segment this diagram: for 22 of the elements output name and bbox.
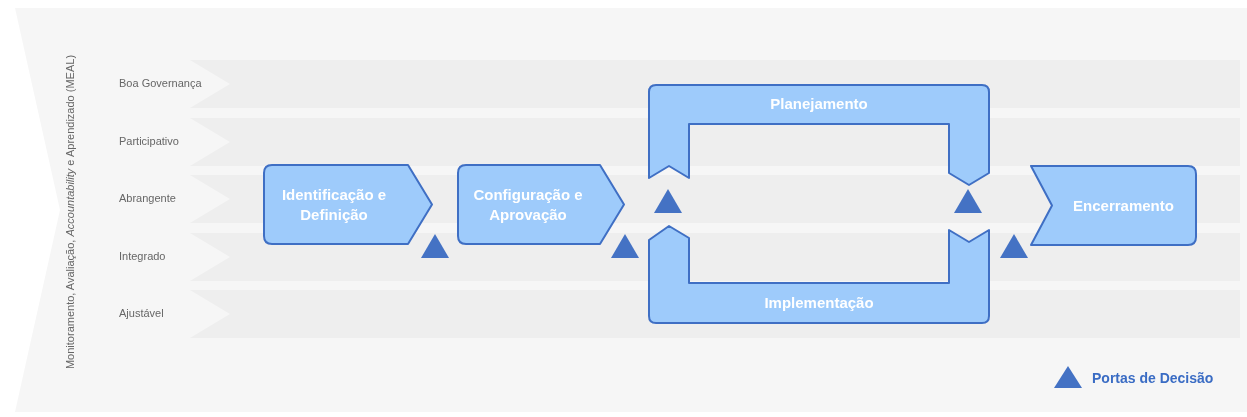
row-label: Integrado bbox=[119, 250, 166, 262]
phase-label: Planejamento bbox=[770, 94, 868, 114]
phase-shape bbox=[1031, 166, 1196, 245]
row-label: Abrangente bbox=[119, 192, 176, 204]
vertical-side-label: Monitoramento, Avaliação, Accountability e Aprendizado (MEAL) bbox=[64, 53, 76, 372]
decision-gate-icon bbox=[421, 234, 449, 258]
phase-shape bbox=[264, 165, 432, 244]
row-label: Participativo bbox=[119, 135, 179, 147]
phase-shape bbox=[458, 165, 624, 244]
row-label: Boa Governança bbox=[119, 77, 202, 89]
phase-label: Configuração e Aprovação bbox=[472, 184, 584, 225]
legend-label: Portas de Decisão bbox=[1092, 370, 1214, 386]
phase-label: Implementação bbox=[764, 293, 874, 313]
decision-gate-icon bbox=[611, 234, 639, 258]
phase-label: Encerramento bbox=[1073, 195, 1174, 216]
phase-label: Identificação e Definição bbox=[280, 184, 388, 225]
decision-gate-icon bbox=[954, 189, 982, 213]
phase-shape bbox=[649, 225, 989, 323]
decision-gate-icon bbox=[1000, 234, 1028, 258]
row-label: Ajustável bbox=[119, 307, 164, 319]
decision-gate-icon bbox=[654, 189, 682, 213]
phase-shape bbox=[649, 85, 989, 185]
